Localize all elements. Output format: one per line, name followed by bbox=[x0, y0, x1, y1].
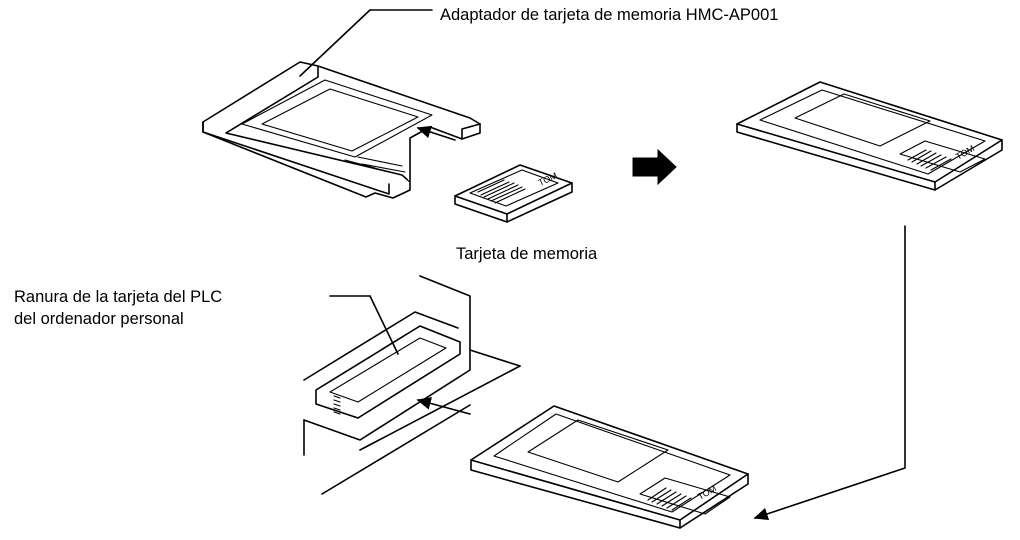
assembled-top-stripes bbox=[907, 149, 952, 171]
assembled-top-card bbox=[899, 140, 986, 173]
flow-connector bbox=[753, 225, 906, 521]
assembled-bottom-edges bbox=[470, 459, 749, 529]
result-arrow-icon bbox=[632, 148, 677, 186]
adapter-arm-end bbox=[461, 123, 481, 140]
assembled-top-recess bbox=[759, 89, 986, 175]
assembled-bottom-body bbox=[470, 405, 749, 529]
adapter-leader-line bbox=[299, 9, 371, 77]
adapter-front-edge bbox=[202, 121, 390, 195]
memory-card-stripes bbox=[477, 179, 526, 204]
assembled-bottom-label bbox=[527, 419, 669, 483]
memory-card-body bbox=[454, 164, 573, 223]
pc-slot-label-line1: Ranura de la tarjeta del PLC bbox=[14, 288, 223, 306]
assembled-card-top: TOM bbox=[736, 81, 1003, 191]
assembled-top-edges bbox=[736, 123, 1003, 191]
card-insert-arrow bbox=[416, 125, 456, 141]
pc-card-slot bbox=[315, 325, 461, 419]
pc-slot-opening bbox=[329, 337, 447, 403]
assembled-bottom-recess bbox=[493, 413, 731, 513]
adapter-right-arm bbox=[317, 65, 481, 182]
assembled-top-label bbox=[794, 93, 931, 147]
pc-body bbox=[303, 275, 521, 495]
pc-slot-label-line2: del ordenador personal bbox=[14, 310, 184, 328]
pc-guide-line-2 bbox=[359, 365, 521, 451]
pc-front-panel bbox=[303, 275, 471, 441]
pc-slot-top-edge bbox=[303, 311, 459, 381]
pc-guide-line-1 bbox=[469, 349, 521, 367]
adapter-recess-inner bbox=[261, 88, 419, 152]
vent-grille-icon bbox=[333, 395, 341, 415]
adapter-label: Adaptador de tarjeta de memoria HMC-AP00… bbox=[440, 6, 779, 24]
adapter-open bbox=[202, 9, 481, 199]
pc-guide-line-3 bbox=[321, 404, 471, 495]
memory-card-edges bbox=[454, 182, 573, 223]
assembled-card-bottom: TOM bbox=[470, 405, 749, 529]
memory-card-label-text: Tarjeta de memoria bbox=[456, 245, 598, 263]
memory-card-label bbox=[469, 169, 559, 207]
adapter-recess bbox=[241, 79, 433, 158]
assembled-bottom-card bbox=[639, 477, 731, 515]
pc-insert-arrow bbox=[416, 397, 471, 415]
memory-card: TOM bbox=[454, 164, 573, 223]
slot-leader-line bbox=[369, 295, 399, 355]
pc-slot-label: Ranura de la tarjeta del PLC del ordenad… bbox=[14, 286, 222, 330]
assembled-bottom-stripes bbox=[647, 487, 692, 511]
adapter-slot-lines bbox=[344, 156, 406, 173]
